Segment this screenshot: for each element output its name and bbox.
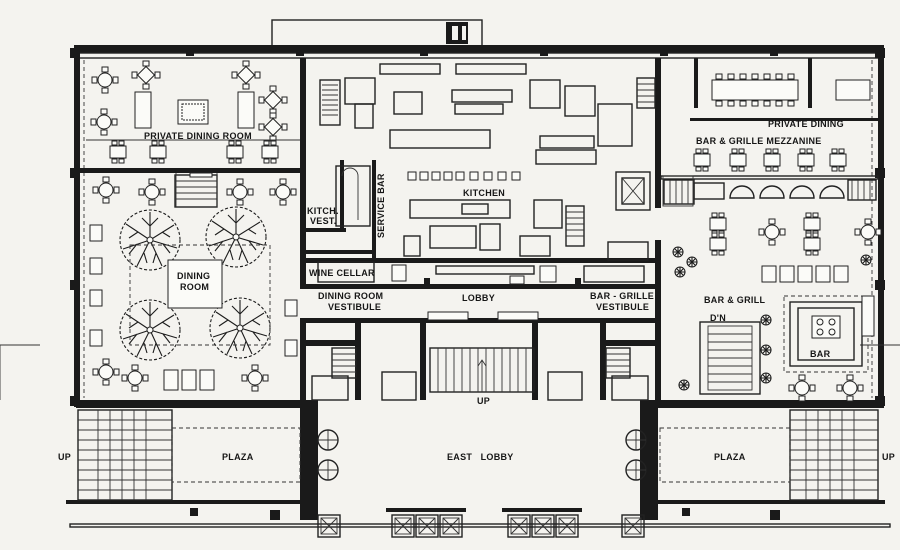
label-dining-room: DINING — [177, 271, 210, 281]
label-up-center: UP — [477, 396, 490, 406]
lobby-area — [311, 261, 649, 401]
label-bar-grille-vestibule-2: VESTIBULE — [596, 302, 649, 312]
label-dining-room-2: ROOM — [180, 282, 209, 292]
label-dining-room-vestibule-2: VESTIBULE — [328, 302, 381, 312]
label-kitchen: KITCHEN — [463, 188, 505, 198]
label-lobby: LOBBY — [462, 293, 495, 303]
label-kitch-vest: KITCH. — [307, 206, 339, 216]
bar-grill-area — [662, 73, 882, 402]
label-service-bar: SERVICE BAR — [376, 173, 386, 238]
label-wine-cellar: WINE CELLAR — [309, 268, 375, 278]
label-bar-and-grill: BAR & GRILL — [704, 295, 765, 305]
kitchen — [319, 63, 656, 261]
label-kitch-vest-2: VEST. — [310, 216, 337, 226]
label-bar-grille-mezzanine: BAR & GRILLE MEZZANINE — [696, 136, 822, 146]
room-labels: PRIVATE DINING ROOM PRIVATE DINING BAR &… — [58, 119, 895, 462]
dining-room — [89, 172, 298, 392]
label-bar: BAR — [810, 349, 831, 359]
label-private-dining: PRIVATE DINING — [768, 119, 844, 129]
label-up-right: UP — [882, 452, 895, 462]
label-plaza-left: PLAZA — [222, 452, 254, 462]
label-dining-room-vestibule: DINING ROOM — [318, 291, 383, 301]
label-private-dining-room: PRIVATE DINING ROOM — [144, 131, 252, 141]
private-dining-room — [86, 60, 300, 164]
label-dn: D'N — [710, 313, 726, 323]
interior-walls — [66, 58, 891, 528]
exterior-walls — [0, 19, 900, 408]
label-plaza-right: PLAZA — [714, 452, 746, 462]
label-east-lobby: EAST LOBBY — [447, 452, 514, 462]
label-up-left: UP — [58, 452, 71, 462]
plaza-and-east-lobby — [77, 409, 879, 538]
label-bar-grille-vestibule: BAR - GRILLE — [590, 291, 654, 301]
